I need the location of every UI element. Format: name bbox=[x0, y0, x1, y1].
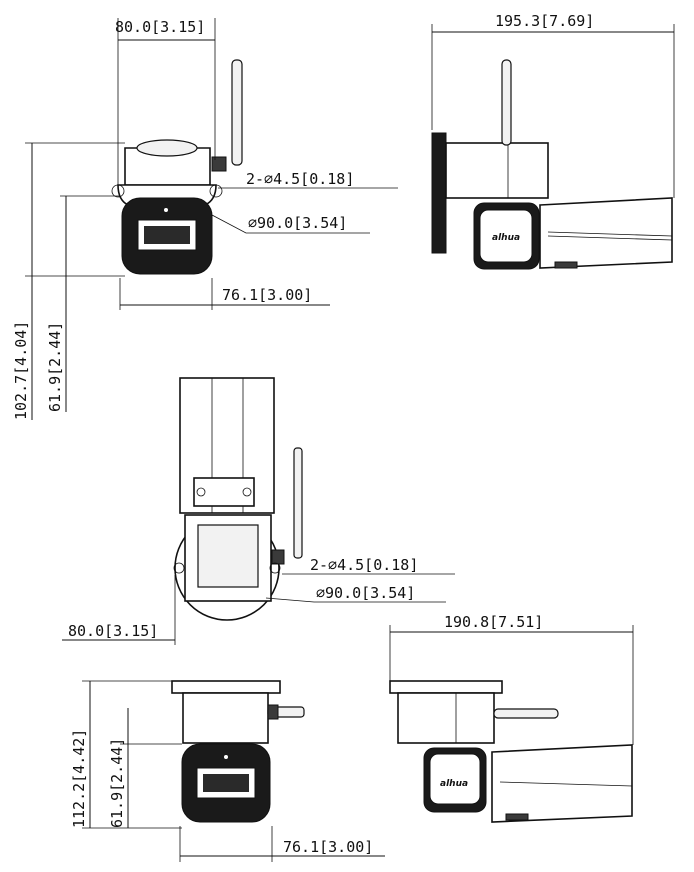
top-diameter-label: ∅90.0[3.54] bbox=[316, 584, 415, 602]
side-view: alhua 195.3[7.69] bbox=[431, 12, 675, 270]
front-hole-label: 2-∅4.5[0.18] bbox=[246, 170, 354, 188]
front-total-height-label: 102.7[4.04] bbox=[12, 321, 30, 420]
front-view: 80.0[3.15] 2-∅4.5[0.18] ∅90.0[3.54] 76.1… bbox=[12, 18, 398, 420]
top-hole-label: 2-∅4.5[0.18] bbox=[310, 556, 418, 574]
pendant-total-height-label: 112.2[4.42] bbox=[70, 729, 88, 828]
front-diameter-label: ∅90.0[3.54] bbox=[248, 214, 347, 232]
pendant-side-view: alhua 190.8[7.51] bbox=[389, 613, 634, 823]
front-head-height-label: 61.9[2.44] bbox=[46, 322, 64, 412]
pendant-head-height-label: 61.9[2.44] bbox=[108, 738, 126, 828]
front-bottom-width-label: 76.1[3.00] bbox=[222, 286, 312, 304]
top-width-label: 80.0[3.15] bbox=[68, 622, 158, 640]
brand-logo: alhua bbox=[492, 233, 520, 243]
pendant-brand-logo: alhua bbox=[440, 779, 468, 789]
pendant-front-view: 112.2[4.42] 61.9[2.44] 76.1[3.00] bbox=[70, 680, 385, 862]
top-view: 2-∅4.5[0.18] ∅90.0[3.54] 80.0[3.15] bbox=[62, 377, 455, 645]
pendant-length-label: 190.8[7.51] bbox=[444, 613, 543, 631]
pendant-bottom-width-label: 76.1[3.00] bbox=[283, 838, 373, 856]
side-length-label: 195.3[7.69] bbox=[495, 12, 594, 30]
front-width-label: 80.0[3.15] bbox=[115, 18, 205, 36]
